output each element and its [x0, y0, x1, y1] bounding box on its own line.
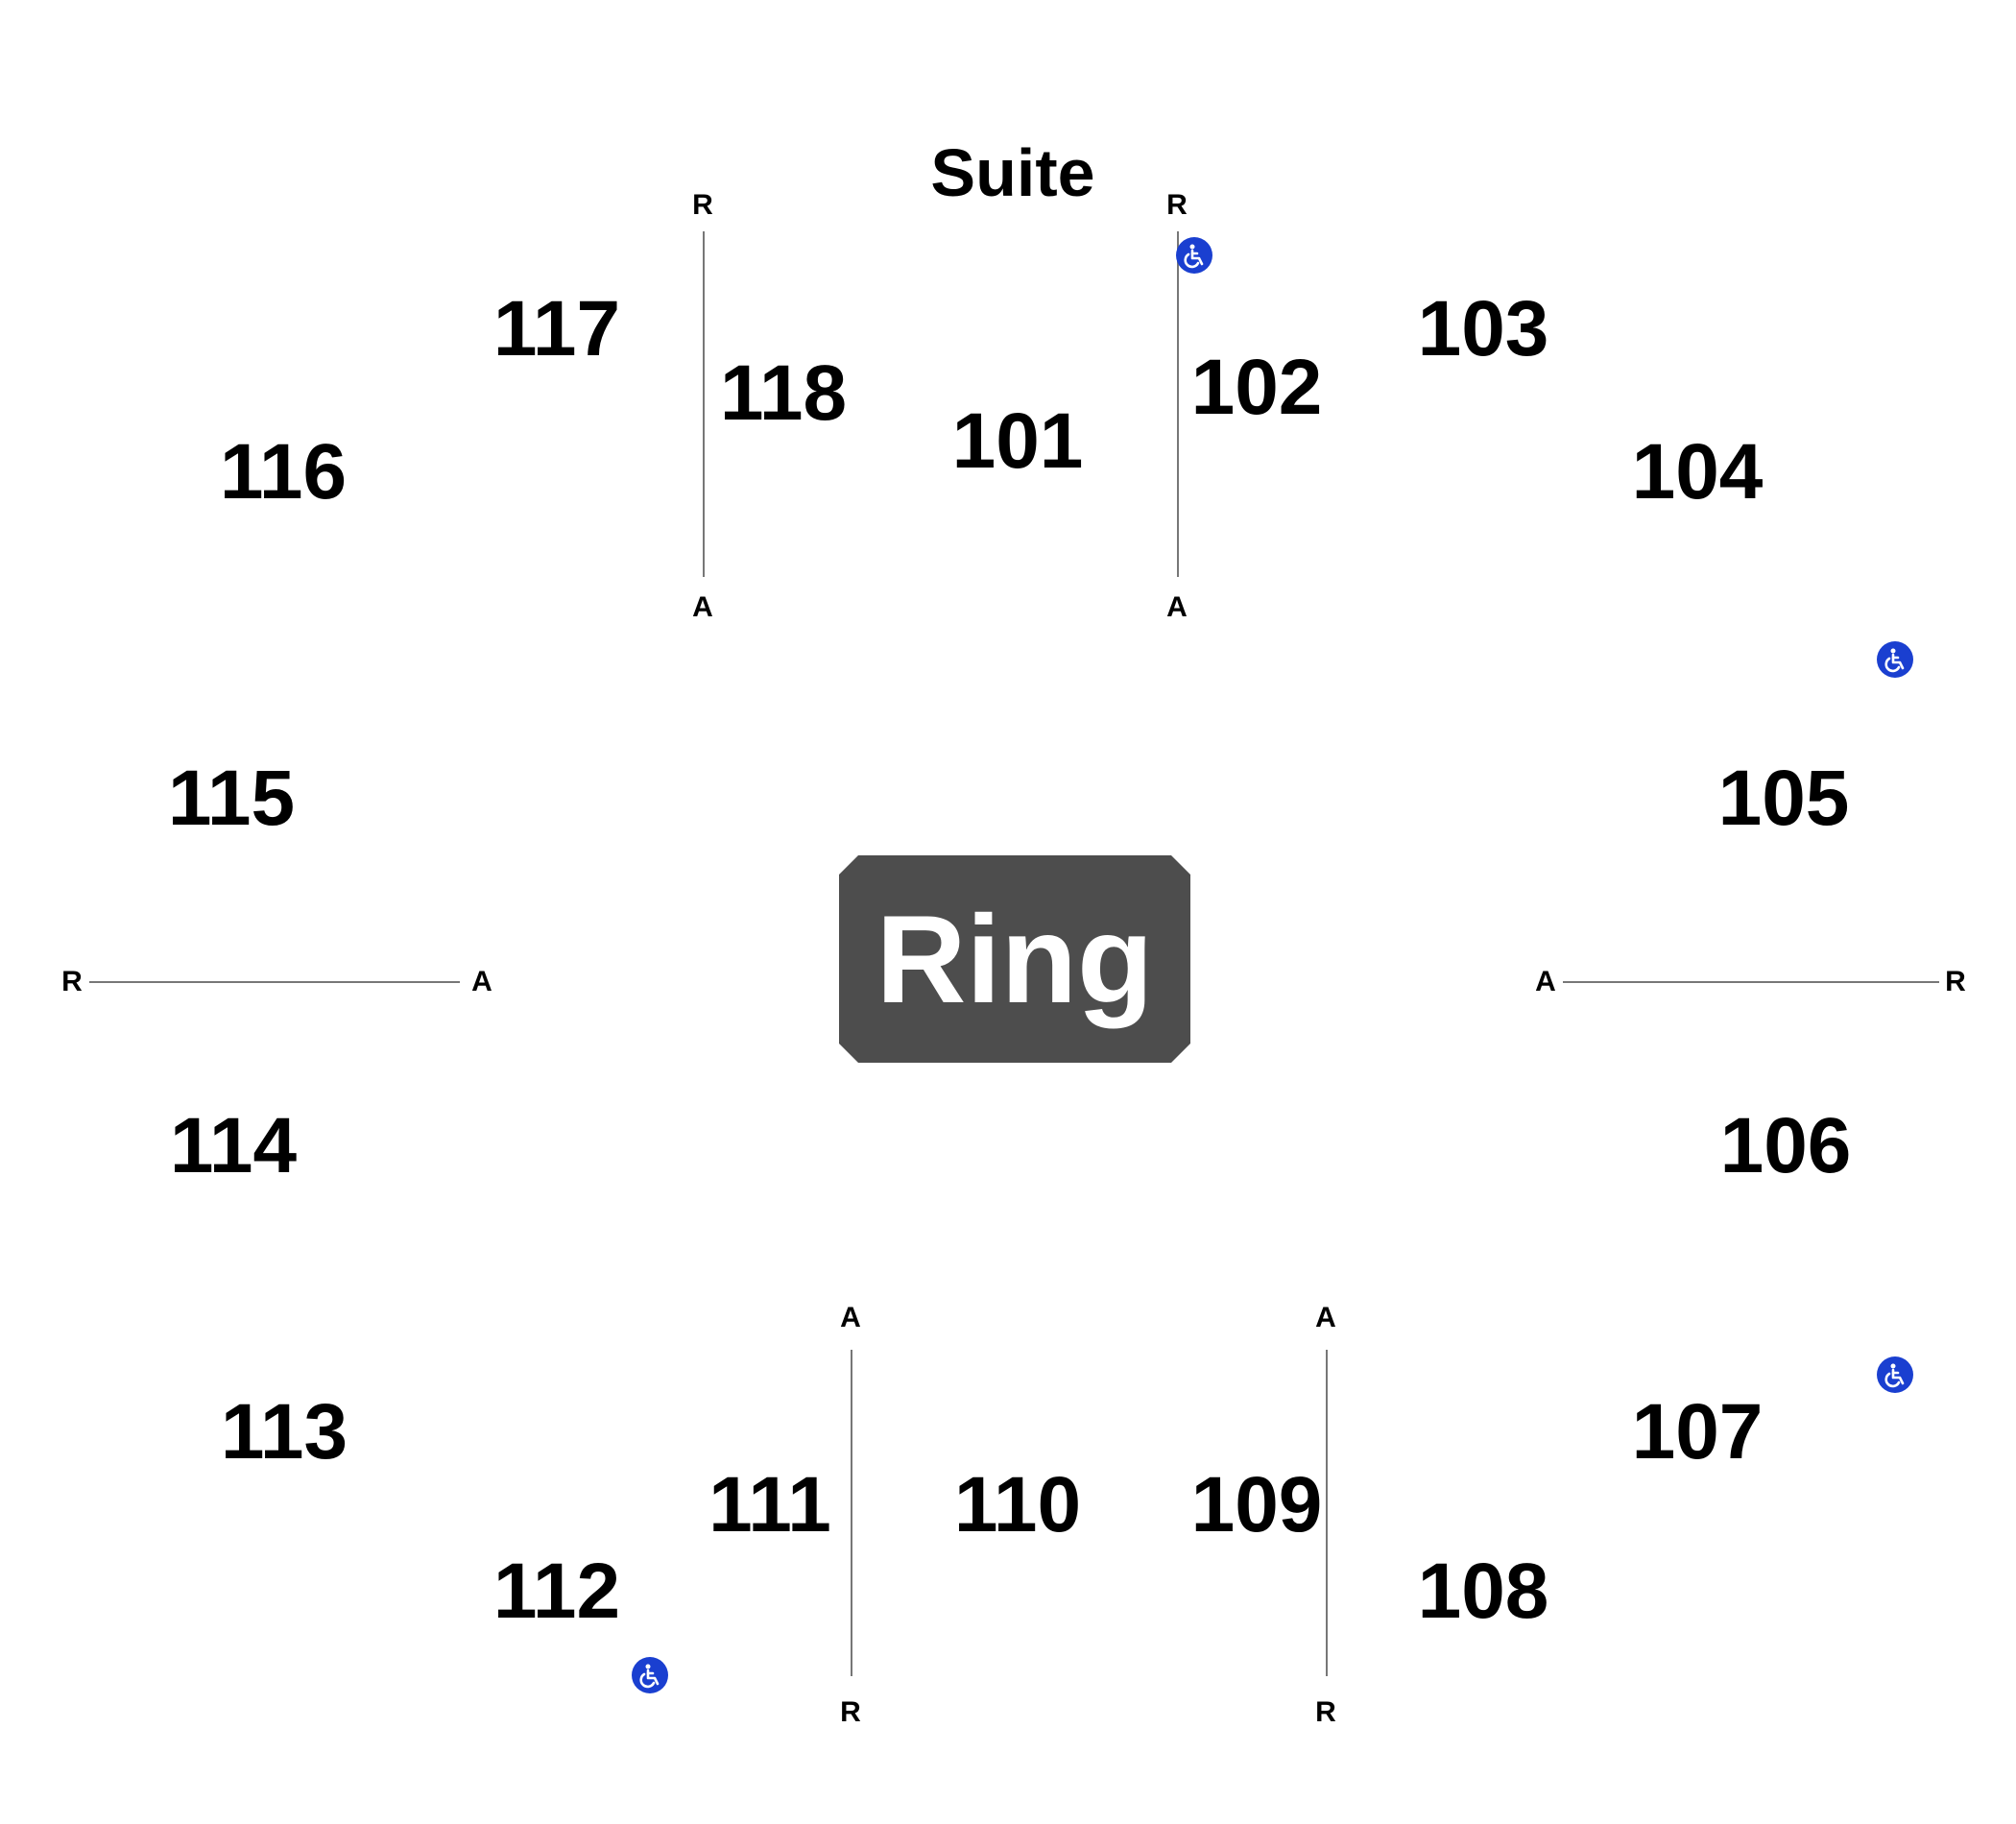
suite-label[interactable]: Suite: [930, 135, 1095, 210]
section-106[interactable]: 106: [1719, 1102, 1852, 1189]
section-105[interactable]: 105: [1717, 755, 1850, 842]
section-104[interactable]: 104: [1631, 428, 1764, 516]
row-marker-r: R: [692, 189, 713, 221]
row-marker-r: R: [1166, 189, 1188, 221]
row-marker-a: A: [1166, 591, 1188, 623]
row-marker-r: R: [1315, 1696, 1336, 1728]
section-116[interactable]: 116: [219, 428, 348, 516]
ring-fill: [839, 855, 1190, 1063]
row-marker-a: A: [471, 966, 492, 997]
row-marker-a: A: [1535, 966, 1556, 997]
section-117[interactable]: 117: [492, 285, 621, 372]
section-109[interactable]: 109: [1190, 1461, 1323, 1548]
row-marker-r: R: [840, 1696, 861, 1728]
section-101[interactable]: 101: [951, 397, 1084, 485]
section-110[interactable]: 110: [953, 1461, 1082, 1548]
section-113[interactable]: 113: [220, 1388, 348, 1476]
section-118[interactable]: 118: [719, 349, 848, 437]
row-divider-110-109: [1326, 1350, 1328, 1676]
row-marker-r: R: [1945, 966, 1966, 997]
row-marker-a: A: [692, 591, 713, 623]
wheelchair-accessible-icon: [632, 1657, 668, 1693]
row-marker-a: A: [1315, 1302, 1336, 1333]
section-102[interactable]: 102: [1190, 344, 1323, 431]
ring-shape: [839, 855, 1190, 1063]
ring-stage: Ring: [839, 855, 1190, 1063]
section-111[interactable]: 111: [708, 1461, 831, 1548]
wheelchair-accessible-icon: [1176, 237, 1212, 274]
row-divider-111-110: [851, 1350, 852, 1676]
row-divider-105-106: [1563, 981, 1939, 983]
wheelchair-accessible-icon: [1877, 1356, 1913, 1393]
section-112[interactable]: 112: [492, 1548, 621, 1635]
section-107[interactable]: 107: [1631, 1388, 1764, 1476]
row-divider-115-114: [89, 981, 460, 983]
section-103[interactable]: 103: [1417, 285, 1549, 372]
row-marker-a: A: [840, 1302, 861, 1333]
section-115[interactable]: 115: [167, 755, 296, 842]
ring-label: Ring: [876, 889, 1154, 1029]
row-divider-118-101: [703, 231, 705, 577]
section-108[interactable]: 108: [1417, 1548, 1549, 1635]
row-marker-r: R: [61, 966, 83, 997]
row-divider-101-102: [1177, 231, 1179, 577]
section-114[interactable]: 114: [169, 1102, 298, 1189]
wheelchair-accessible-icon: [1877, 641, 1913, 678]
